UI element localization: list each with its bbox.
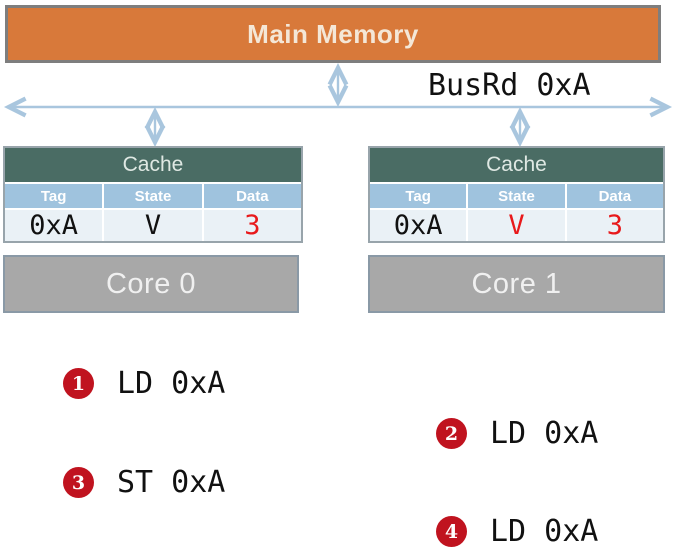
main-memory-box: Main Memory bbox=[5, 5, 661, 63]
cache0-entry-row: 0xA V 3 bbox=[5, 210, 301, 241]
cache1-data-value: 3 bbox=[564, 210, 663, 241]
core0-label: Core 0 bbox=[105, 267, 197, 300]
cache0-state-value: V bbox=[102, 210, 201, 241]
step-1: 1 LD 0xA bbox=[63, 366, 225, 401]
cache0-column-headers: Tag State Data bbox=[5, 184, 301, 210]
cache1-col-state: State bbox=[466, 184, 564, 208]
core0-box: Core 0 bbox=[3, 255, 299, 313]
cache0-header: Cache bbox=[5, 148, 301, 184]
cache1-col-tag: Tag bbox=[405, 187, 431, 205]
core1-box: Core 1 bbox=[368, 255, 665, 313]
cache0-tag-value: 0xA bbox=[29, 210, 79, 241]
cache1-header: Cache bbox=[370, 148, 663, 184]
cache1-state-value: V bbox=[466, 210, 564, 241]
step-3-number-badge: 3 bbox=[63, 467, 94, 498]
step-4-number-badge: 4 bbox=[436, 516, 467, 547]
cache0-col-data: Data bbox=[201, 184, 301, 208]
step-4: 4 LD 0xA bbox=[436, 514, 598, 549]
cache1-entry-row: 0xA V 3 bbox=[370, 210, 663, 241]
cache0-title: Cache bbox=[122, 153, 184, 176]
step-4-operation: LD 0xA bbox=[490, 514, 599, 549]
cache0-data-value: 3 bbox=[201, 210, 301, 241]
step-1-number-badge: 1 bbox=[63, 368, 94, 399]
cache1-title: Cache bbox=[486, 153, 547, 176]
step-1-operation: LD 0xA bbox=[117, 366, 226, 401]
main-memory-label: Main Memory bbox=[247, 18, 419, 49]
step-3-operation: ST 0xA bbox=[117, 465, 226, 500]
core1-label: Core 1 bbox=[471, 267, 562, 300]
step-3: 3 ST 0xA bbox=[63, 465, 225, 500]
cache0-box: Cache Tag State Data 0xA V 3 bbox=[3, 146, 303, 243]
cache0-col-state: State bbox=[102, 184, 201, 208]
cache0-col-tag: Tag bbox=[40, 187, 67, 205]
bus-transaction-label: BusRd 0xA bbox=[428, 68, 591, 103]
step-2-number-badge: 2 bbox=[436, 418, 467, 449]
step-2-operation: LD 0xA bbox=[490, 416, 599, 451]
cache1-col-data: Data bbox=[564, 184, 663, 208]
step-2: 2 LD 0xA bbox=[436, 416, 598, 451]
cache1-tag-value: 0xA bbox=[393, 210, 443, 241]
cache1-box: Cache Tag State Data 0xA V 3 bbox=[368, 146, 665, 243]
cache1-column-headers: Tag State Data bbox=[370, 184, 663, 210]
